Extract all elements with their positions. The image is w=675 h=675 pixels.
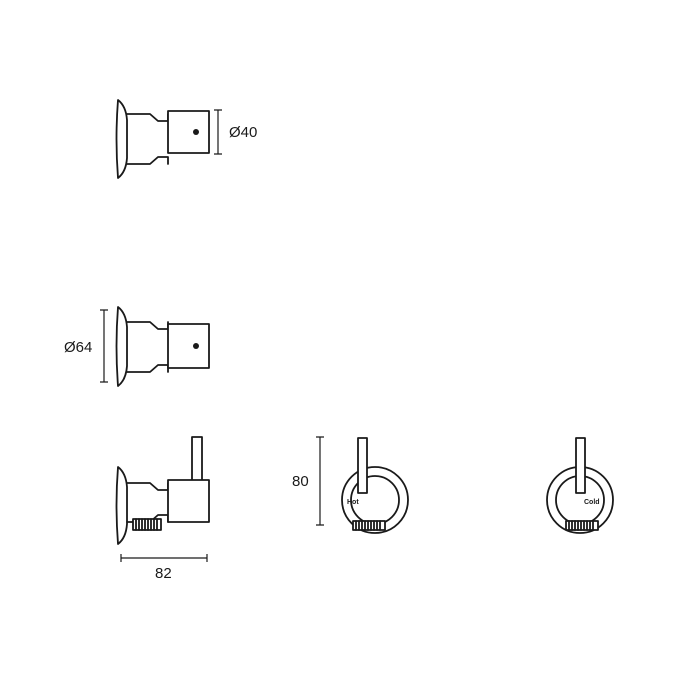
lever-arm <box>357 437 368 494</box>
stem <box>126 482 169 523</box>
cold-label: Cold <box>584 499 600 506</box>
wall-flange <box>115 99 128 179</box>
outlet-thread <box>352 520 386 531</box>
lever-arm <box>575 437 586 494</box>
stem <box>126 321 169 373</box>
dim-line-height <box>316 436 324 526</box>
set-screw <box>193 129 199 135</box>
dim-label-depth: 82 <box>155 565 172 582</box>
dim-label-diameter-small: Ø40 <box>229 124 257 141</box>
side-view-large: Ø64 <box>64 306 210 387</box>
outlet-thread <box>565 520 599 531</box>
thread-lines <box>355 520 381 531</box>
front-view-hot: Hot 80 <box>292 436 409 534</box>
thread-lines <box>135 518 158 531</box>
wall-plate <box>341 466 409 534</box>
lever-arm <box>191 436 203 482</box>
handle-body <box>167 110 210 154</box>
handle-body <box>167 479 210 523</box>
dim-line-diameter-small <box>214 109 222 155</box>
dim-line-diameter-large <box>100 309 108 383</box>
outlet-thread <box>132 518 162 531</box>
dim-label-height: 80 <box>292 473 309 490</box>
front-view-cold: Cold <box>546 437 614 534</box>
thread-lines <box>568 520 594 531</box>
set-screw <box>193 343 199 349</box>
side-view-small: Ø40 <box>115 99 257 179</box>
handle-body <box>167 323 210 369</box>
wall-flange <box>115 466 128 545</box>
side-view-lever: 82 <box>115 436 210 582</box>
wall-flange <box>115 306 128 387</box>
hot-label: Hot <box>347 499 359 506</box>
stem <box>126 113 169 165</box>
dim-label-diameter-large: Ø64 <box>64 339 92 356</box>
dim-line-depth <box>120 554 208 562</box>
